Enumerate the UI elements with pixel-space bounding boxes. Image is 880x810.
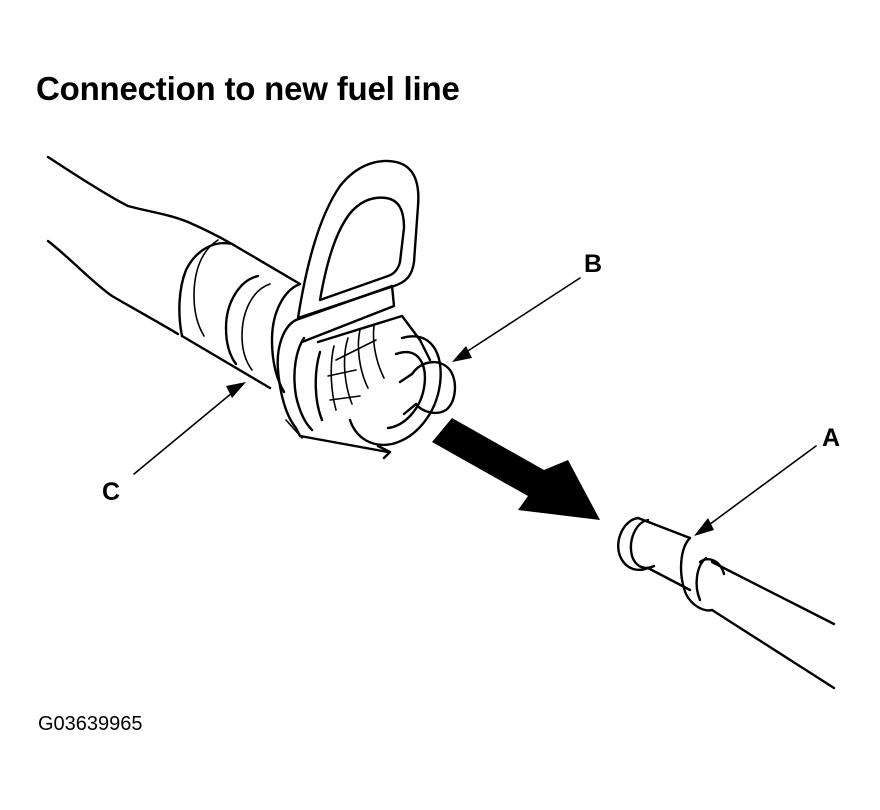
hose-ferrule (180, 242, 302, 394)
fuel-hose (46, 155, 234, 338)
new-fuel-line-pipe (617, 516, 836, 690)
figure-code: G03639965 (38, 713, 143, 735)
diagram-title: Connection to new fuel line (36, 70, 460, 107)
callout-leader-a (694, 445, 817, 536)
callout-leader-c (133, 382, 246, 475)
quick-connect-retainer (276, 159, 457, 460)
callout-label-c: C (102, 478, 120, 506)
callout-label-a: A (822, 424, 840, 452)
callout-label-b: B (584, 250, 602, 278)
callout-leader-b (452, 277, 581, 362)
direction-arrow (432, 418, 600, 520)
